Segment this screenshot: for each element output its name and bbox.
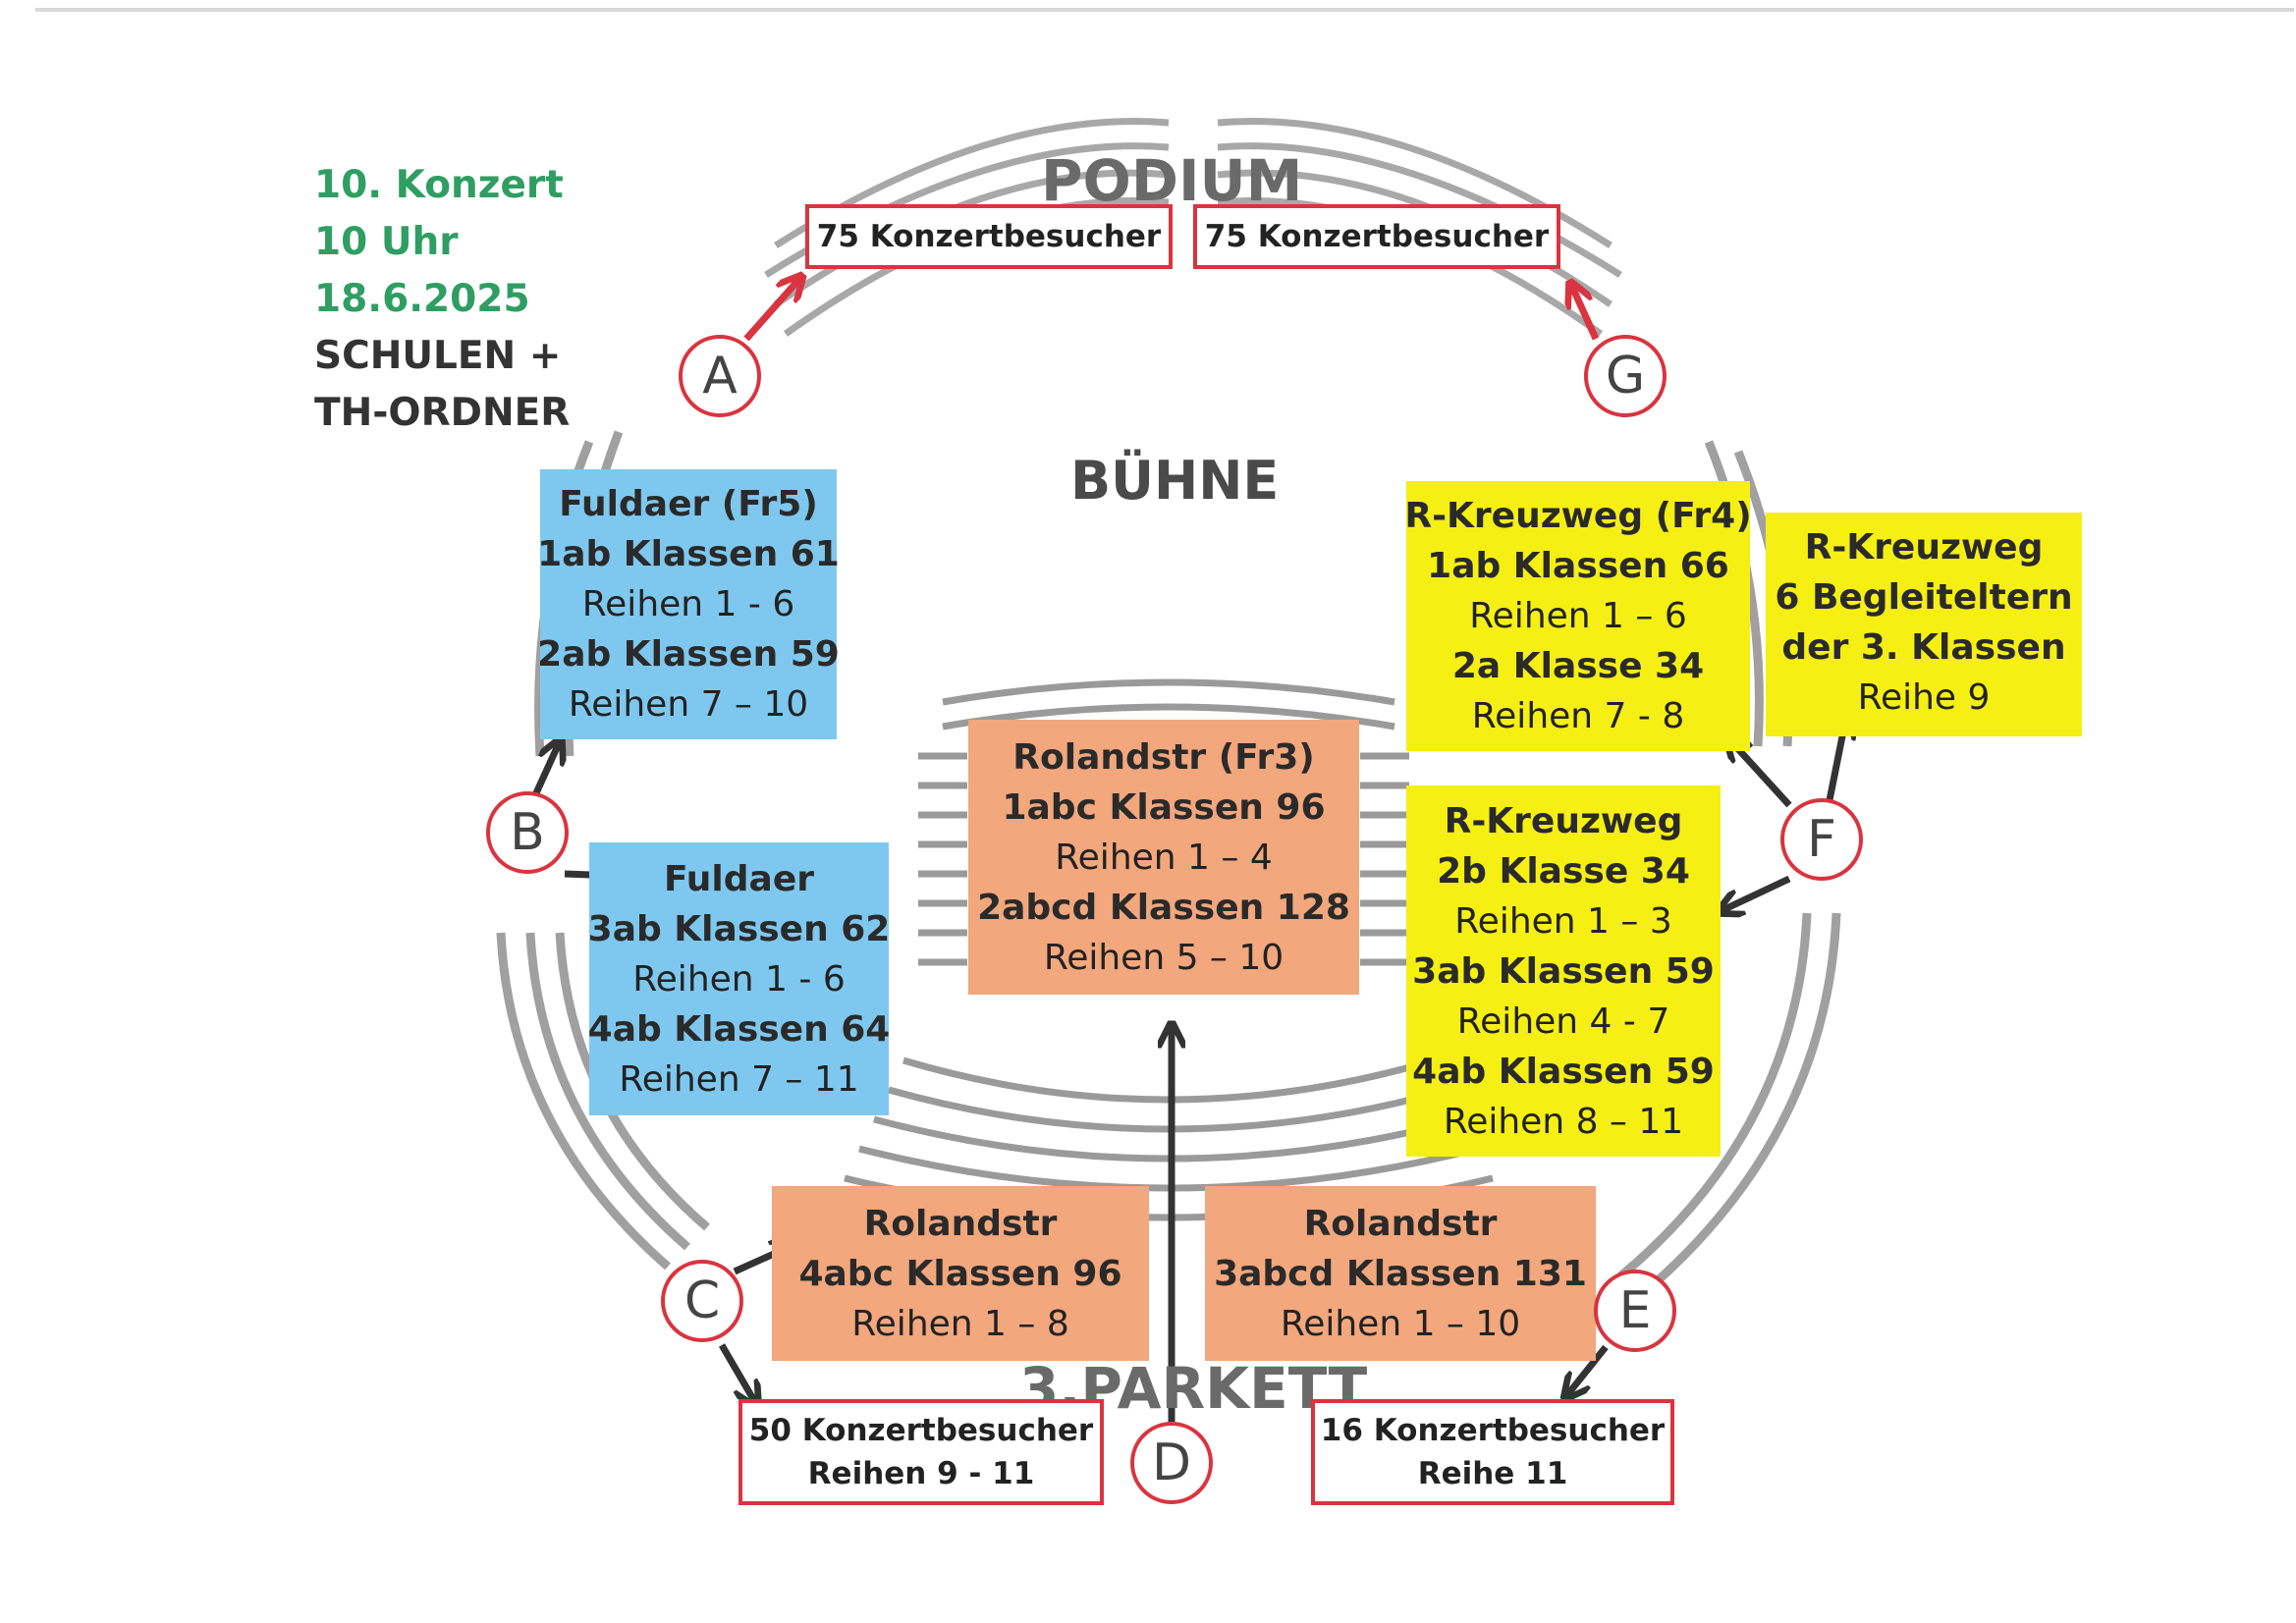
entrance-e-marker: E	[1594, 1270, 1676, 1352]
box-line: Fuldaer (Fr5)	[559, 484, 818, 524]
box-line: 2ab Klassen 59	[537, 634, 840, 675]
fuldaer-fr5-box: Fuldaer (Fr5) 1ab Klassen 61 Reihen 1 - …	[537, 469, 840, 739]
box-line: Reihen 7 – 10	[568, 684, 809, 725]
scan-top-edge	[35, 8, 2294, 12]
kreuzweg-begleiteltern-box: R-Kreuzweg 6 Begleiteltern der 3. Klasse…	[1766, 513, 2082, 736]
box-line: Reihen 1 – 4	[1055, 837, 1273, 878]
box-line: Reihen 7 - 8	[1471, 696, 1685, 736]
audience-line-2: TH-ORDNER	[314, 391, 571, 435]
box-line: 75 Konzertbesucher	[1204, 219, 1550, 254]
box-line: Reihen 7 – 11	[619, 1058, 859, 1100]
box-line: 50 Konzertbesucher	[748, 1413, 1094, 1448]
concert-number: 10. Konzert	[314, 163, 564, 207]
concert-header: 10. Konzert 10 Uhr 18.6.2025 SCHULEN + T…	[314, 157, 570, 442]
box-line: 1ab Klassen 66	[1427, 546, 1729, 586]
box-line: Reihen 1 – 8	[851, 1303, 1069, 1344]
box-line: 6 Begleiteltern	[1775, 577, 2073, 618]
box-line: 3abcd Klassen 131	[1214, 1253, 1587, 1294]
box-line: 75 Konzertbesucher	[816, 219, 1162, 254]
entrance-b-marker: B	[486, 791, 569, 874]
box-line: Rolandstr	[1303, 1203, 1498, 1244]
box-line: 2b Klasse 34	[1437, 850, 1690, 892]
box-line: der 3. Klassen	[1781, 627, 2066, 668]
box-line: Reihen 1 - 6	[632, 958, 846, 1000]
box-line: 4ab Klassen 59	[1412, 1051, 1715, 1092]
besucher-16-box: 16 Konzertbesucher Reihe 11	[1311, 1399, 1674, 1505]
rolandstr-3abcd-box: Rolandstr 3abcd Klassen 131 Reihen 1 – 1…	[1205, 1186, 1596, 1361]
box-line: Reihe 9	[1857, 677, 1991, 718]
box-line: Rolandstr (Fr3)	[1012, 736, 1315, 778]
box-line: R-Kreuzweg	[1804, 527, 2044, 568]
parkett-front-rows	[918, 678, 1409, 966]
stage-label: BÜHNE	[1070, 450, 1280, 512]
audience-line-1: SCHULEN +	[314, 334, 562, 378]
arrow-a	[743, 278, 800, 342]
rolandstr-4abc-box: Rolandstr 4abc Klassen 96 Reihen 1 – 8	[772, 1186, 1149, 1361]
entrance-f-marker: F	[1780, 798, 1863, 881]
box-line: Reihen 1 – 10	[1280, 1303, 1521, 1344]
box-line: Reihen 9 - 11	[807, 1456, 1035, 1491]
arrow-b-up	[531, 741, 560, 797]
box-line: 2abcd Klassen 128	[977, 887, 1350, 928]
box-line: Reihen 8 – 11	[1443, 1101, 1684, 1142]
box-line: R-Kreuzweg	[1444, 800, 1683, 841]
box-line: Reihen 1 – 6	[1469, 596, 1687, 636]
arrow-f-down-left	[1721, 875, 1791, 911]
concert-time: 10 Uhr	[314, 220, 459, 264]
box-line: 16 Konzertbesucher	[1320, 1413, 1666, 1448]
arrow-g	[1571, 285, 1600, 341]
entrance-g-marker: G	[1584, 335, 1667, 417]
box-line: Reihen 4 - 7	[1456, 1001, 1670, 1042]
box-line: 1abc Klassen 96	[1002, 786, 1326, 828]
box-line: Reihen 1 – 3	[1454, 900, 1672, 942]
box-line: 3ab Klassen 62	[587, 908, 891, 949]
box-line: 4abc Klassen 96	[798, 1253, 1122, 1294]
box-line: Reihen 1 - 6	[581, 584, 795, 624]
box-line: Rolandstr	[863, 1203, 1058, 1244]
kreuzweg-box: R-Kreuzweg 2b Klasse 34 Reihen 1 – 3 3ab…	[1406, 785, 1721, 1157]
box-line: Reihen 5 – 10	[1043, 937, 1285, 978]
besucher-50-box: 50 Konzertbesucher Reihen 9 - 11	[738, 1399, 1104, 1505]
fuldaer-box: Fuldaer 3ab Klassen 62 Reihen 1 - 6 4ab …	[587, 842, 891, 1115]
rolandstr-fr3-box: Rolandstr (Fr3) 1abc Klassen 96 Reihen 1…	[968, 720, 1359, 995]
box-line: 1ab Klassen 61	[537, 534, 840, 574]
entrance-d-marker: D	[1130, 1422, 1213, 1504]
box-line: R-Kreuzweg (Fr4)	[1404, 496, 1752, 536]
arrow-c-down	[718, 1343, 756, 1404]
box-line: Fuldaer	[664, 858, 814, 899]
kreuzweg-fr4-box: R-Kreuzweg (Fr4) 1ab Klassen 66 Reihen 1…	[1404, 481, 1752, 751]
box-line: Reihe 11	[1417, 1456, 1568, 1491]
entrance-c-marker: C	[661, 1260, 743, 1342]
entrance-a-marker: A	[679, 335, 761, 417]
box-line: 3ab Klassen 59	[1412, 950, 1715, 992]
podium-left-box: 75 Konzertbesucher	[805, 204, 1173, 269]
arrow-e-down	[1566, 1344, 1609, 1396]
box-line: 2a Klasse 34	[1451, 646, 1705, 686]
box-line: 4ab Klassen 64	[587, 1008, 891, 1050]
podium-right-box: 75 Konzertbesucher	[1193, 204, 1560, 269]
concert-date: 18.6.2025	[314, 277, 530, 321]
podium-label: PODIUM	[1041, 147, 1303, 214]
